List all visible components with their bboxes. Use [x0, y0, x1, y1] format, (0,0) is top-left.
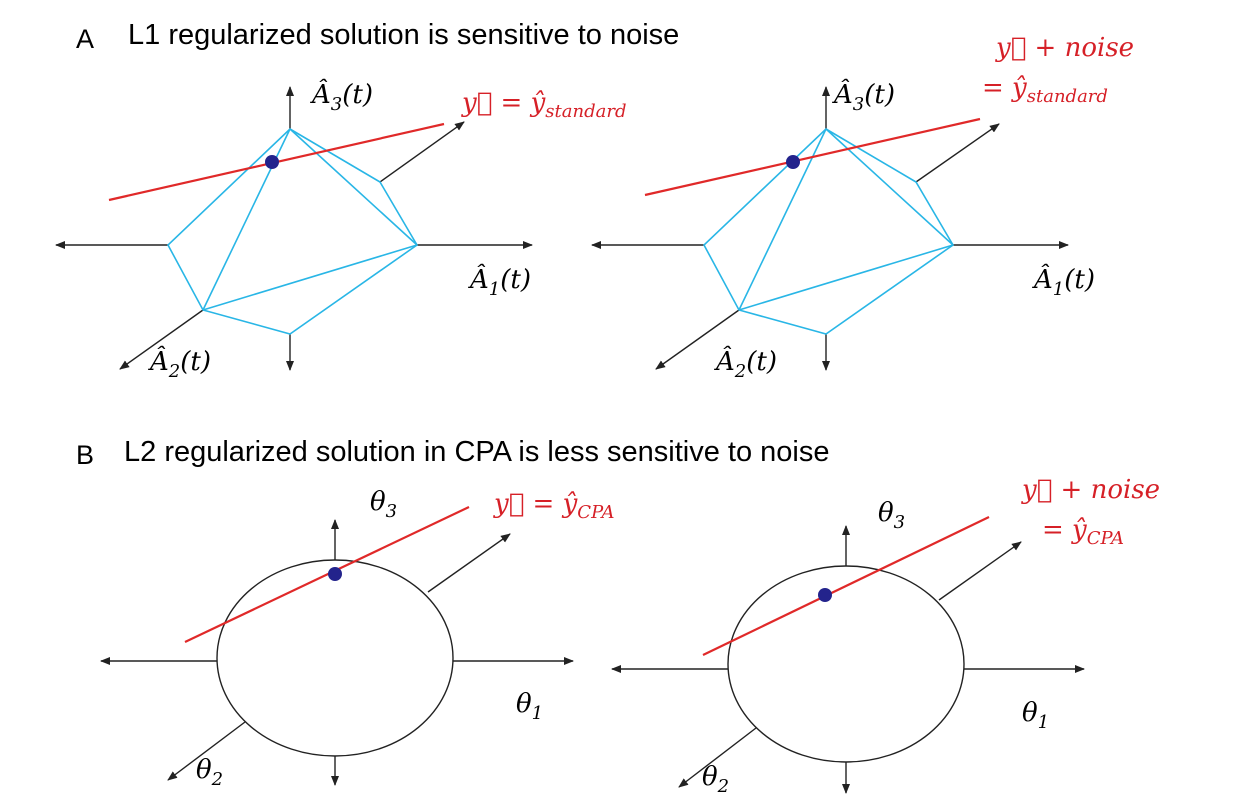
axis-1-label: θ1 [1022, 698, 1049, 733]
line-label-line-1: y⃗ + noise [995, 33, 1134, 63]
axis-2-arrow [655, 309, 740, 370]
l1-polytope [167, 128, 419, 335]
axis-1-label: Â1(t) [1032, 263, 1095, 300]
axis-3-label: θ3 [370, 487, 397, 522]
panel-a-right-diagram: Â3(t) Â1(t) Â2(t) y⃗ + noise = ŷstandard [591, 33, 1134, 382]
panel-a: A L1 regularized solution is sensitive t… [55, 19, 1134, 382]
solution-point [818, 588, 832, 602]
line-label-line-2: = ŷCPA [1042, 515, 1124, 549]
axis-2-label: Â2(t) [714, 345, 777, 382]
axis-2-arrow [119, 309, 204, 370]
axis-2-neg-arrow [379, 121, 465, 183]
axis-2-label: θ2 [196, 755, 223, 790]
axis-2-arrow [167, 721, 246, 781]
axis-2-label: θ2 [702, 762, 729, 797]
solution-point [786, 155, 800, 169]
axis-1-label: θ1 [516, 689, 543, 724]
axis-2-neg-arrow [915, 123, 1000, 183]
solution-point [265, 155, 279, 169]
constraint-line-noisy [702, 516, 990, 656]
line-label: y⃗ = ŷCPA [493, 489, 615, 523]
panel-a-left-diagram: Â3(t) Â1(t) Â2(t) y⃗ = ŷstandard [55, 78, 626, 382]
panel-b: B L2 regularized solution in CPA is less… [76, 436, 1160, 797]
axis-3-label: θ3 [878, 498, 905, 533]
axis-3-label: Â3(t) [832, 78, 895, 115]
l2-ball [727, 565, 965, 763]
axis-2-label: Â2(t) [148, 345, 211, 382]
panel-a-letter: A [76, 24, 94, 54]
constraint-line-noisy [644, 117, 981, 197]
l2-ball [216, 559, 454, 757]
panel-a-title: L1 regularized solution is sensitive to … [128, 19, 679, 51]
l1-polytope [703, 128, 955, 335]
line-label-line-1: y⃗ + noise [1021, 475, 1160, 505]
panel-b-title: L2 regularized solution in CPA is less s… [124, 436, 830, 468]
solution-point [328, 567, 342, 581]
axis-2-neg-arrow [427, 533, 511, 593]
axis-3-label: Â3(t) [310, 78, 373, 115]
constraint-line [184, 506, 470, 643]
axis-2-arrow [678, 727, 757, 788]
axis-1-label: Â1(t) [468, 263, 531, 300]
panel-b-right-diagram: θ3 θ1 θ2 y⃗ + noise = ŷCPA [611, 475, 1160, 797]
axis-2-neg-arrow [938, 541, 1022, 601]
line-label-line-2: = ŷstandard [982, 73, 1108, 107]
line-label: y⃗ = ŷstandard [461, 88, 626, 122]
panel-b-left-diagram: θ3 θ1 θ2 y⃗ = ŷCPA [100, 487, 615, 790]
panel-b-letter: B [76, 440, 94, 470]
